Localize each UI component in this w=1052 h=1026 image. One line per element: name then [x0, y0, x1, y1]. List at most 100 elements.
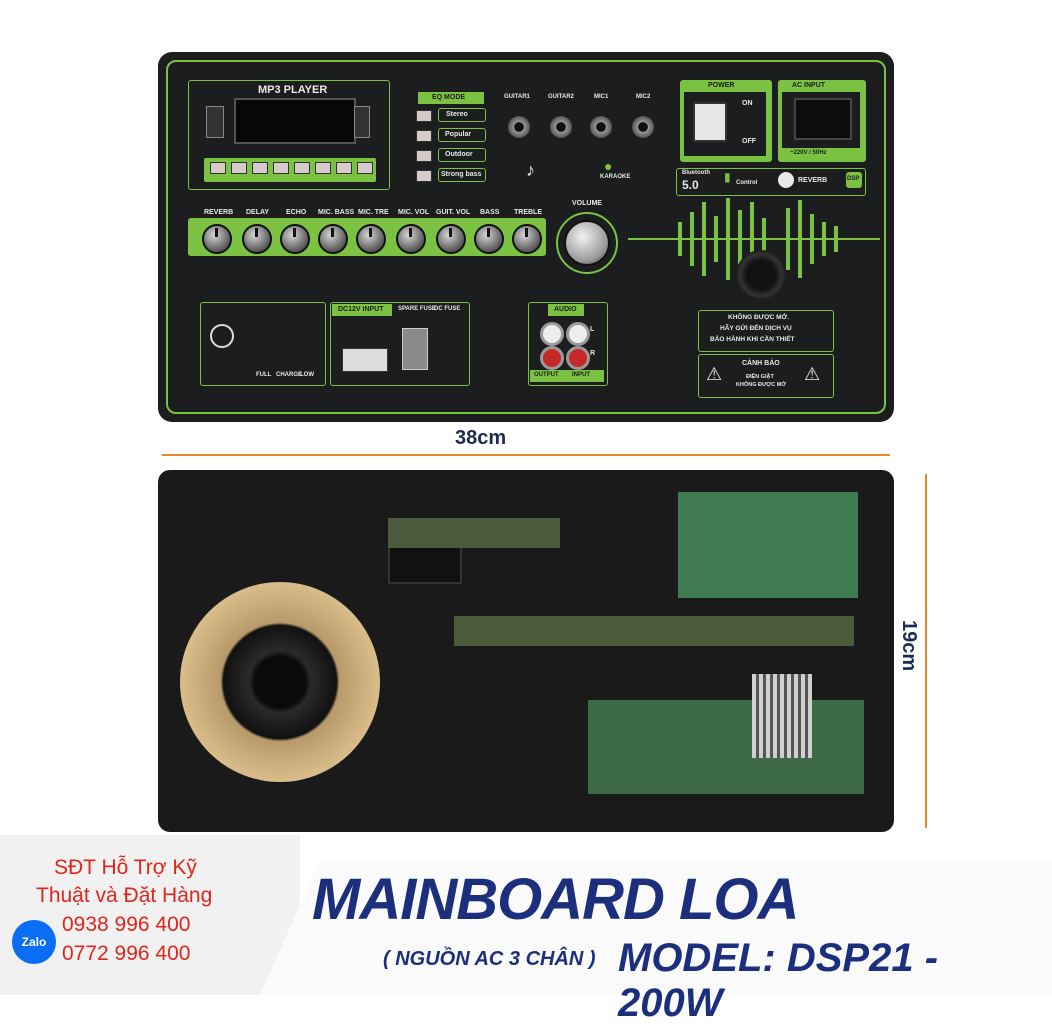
eq-button-stereo[interactable] [416, 110, 432, 122]
eq-mode-label: Stereo [446, 111, 468, 118]
rear-board [158, 470, 894, 832]
eq-button-popular[interactable] [416, 130, 432, 142]
bluetooth-label: Bluetooth [682, 170, 710, 176]
rca-input-r[interactable] [566, 346, 590, 370]
microphone-icon: ● [604, 158, 613, 174]
guitar-icon: ♪ [526, 160, 535, 180]
wave-bar [738, 210, 742, 268]
caution-box [698, 354, 834, 398]
jack-label: MIC2 [636, 94, 651, 100]
input-pcb [388, 518, 560, 548]
reverb-label: REVERB [798, 177, 828, 184]
bass-knob[interactable] [474, 224, 504, 254]
volume-knob[interactable] [564, 220, 610, 266]
rca-output-r[interactable] [540, 346, 564, 370]
caution-title: CẢNH BÁO [742, 360, 780, 367]
toroidal-transformer [180, 582, 380, 782]
iec-socket[interactable] [794, 98, 852, 140]
wave-baseline [628, 238, 880, 240]
rca-output-l[interactable] [540, 322, 564, 346]
mic1-jack[interactable] [590, 116, 612, 138]
eq-button-outdoor[interactable] [416, 150, 432, 162]
contact-line: SĐT Hỗ Trợ Kỹ [54, 856, 197, 879]
knob-label: MIC. TRE [358, 209, 389, 216]
eq-button-strong-bass[interactable] [416, 170, 432, 182]
dc-terminal[interactable] [342, 348, 388, 372]
phone-number[interactable]: 0938 996 400 [62, 913, 191, 936]
guitar1-jack[interactable] [508, 116, 530, 138]
reverb-icon [778, 172, 794, 188]
battery-low-label: LOW [300, 372, 314, 378]
remote-icon: ▮ [724, 170, 731, 184]
mp3-button[interactable] [210, 162, 226, 174]
mp3-button[interactable] [357, 162, 373, 174]
guitar2-jack[interactable] [550, 116, 572, 138]
spare-fuse-label: SPARE FUSE [398, 306, 436, 312]
audio-output-label: OUTPUT [534, 372, 559, 378]
heatsink [752, 674, 812, 758]
knob-label: MIC. VOL [398, 209, 430, 216]
footer-contact-band [0, 835, 300, 995]
dc-input-box [330, 302, 470, 386]
delay-knob[interactable] [242, 224, 272, 254]
battery-full-label: FULL [256, 372, 272, 378]
audio-r-label: R [590, 350, 596, 357]
audio-box [528, 302, 608, 386]
mp3-display [234, 98, 356, 144]
caution-line2: KHÔNG ĐƯỢC MỞ [736, 382, 786, 388]
mp3-button[interactable] [231, 162, 247, 174]
feature-row [676, 168, 866, 196]
knob-label: REVERB [204, 209, 234, 216]
wave-bar [690, 212, 694, 266]
mic-bass-knob[interactable] [318, 224, 348, 254]
mp3-button[interactable] [315, 162, 331, 174]
knob-label: DELAY [246, 209, 270, 216]
power-title: POWER [708, 82, 735, 89]
mp3-button[interactable] [336, 162, 352, 174]
battery-box [200, 302, 326, 386]
battery-charge-label: CHARGE [276, 372, 303, 378]
guitar-volume-knob[interactable] [436, 224, 466, 254]
height-dimension: 19cm [898, 620, 920, 672]
mp3-button[interactable] [294, 162, 310, 174]
wave-bar [678, 222, 682, 256]
dc-input-header [332, 304, 392, 316]
spare-fuse[interactable] [402, 328, 428, 370]
zalo-icon[interactable]: Zalo [12, 920, 56, 964]
echo-knob[interactable] [280, 224, 310, 254]
knob-label: BASS [480, 209, 500, 216]
width-dimension: 38cm [455, 427, 507, 449]
power-on-label: ON [742, 100, 753, 107]
rca-input-l[interactable] [566, 322, 590, 346]
product-headline: MAINBOARD LOA [312, 867, 799, 932]
battery-connector-icon [210, 324, 234, 348]
eq-mode-label: Strong bass [441, 171, 482, 178]
wave-bar [702, 202, 706, 276]
mic-treble-knob[interactable] [356, 224, 386, 254]
ac-rating: ~220V / 50Hz [790, 150, 827, 156]
usb-port-left[interactable] [206, 106, 224, 138]
reverb-knob[interactable] [202, 224, 232, 254]
wave-bar [714, 216, 718, 262]
eq-mode-header [418, 92, 484, 104]
power-switch[interactable] [693, 102, 727, 142]
warning-line: KHÔNG ĐƯỢC MỞ. [728, 314, 789, 321]
ac-input-title: AC INPUT [792, 82, 826, 89]
knob-label: GUIT. VOL [436, 209, 471, 216]
mic-volume-knob[interactable] [396, 224, 426, 254]
mp3-button[interactable] [273, 162, 289, 174]
volume-label: VOLUME [572, 200, 602, 207]
wave-bar [762, 218, 766, 260]
treble-knob[interactable] [512, 224, 542, 254]
dsp-module-pcb [678, 492, 858, 598]
amplifier-pcb [454, 616, 854, 646]
jack-label: GUITAR2 [548, 94, 574, 100]
mp3-button[interactable] [252, 162, 268, 174]
phone-number[interactable]: 0772 996 400 [62, 942, 191, 965]
wave-bar [810, 214, 814, 264]
width-dimension-line [162, 454, 890, 456]
usb-port-right[interactable] [354, 106, 370, 138]
contact-line: Thuật và Đặt Hàng [36, 884, 213, 907]
jack-label: GUITAR1 [504, 94, 530, 100]
mic2-jack[interactable] [632, 116, 654, 138]
